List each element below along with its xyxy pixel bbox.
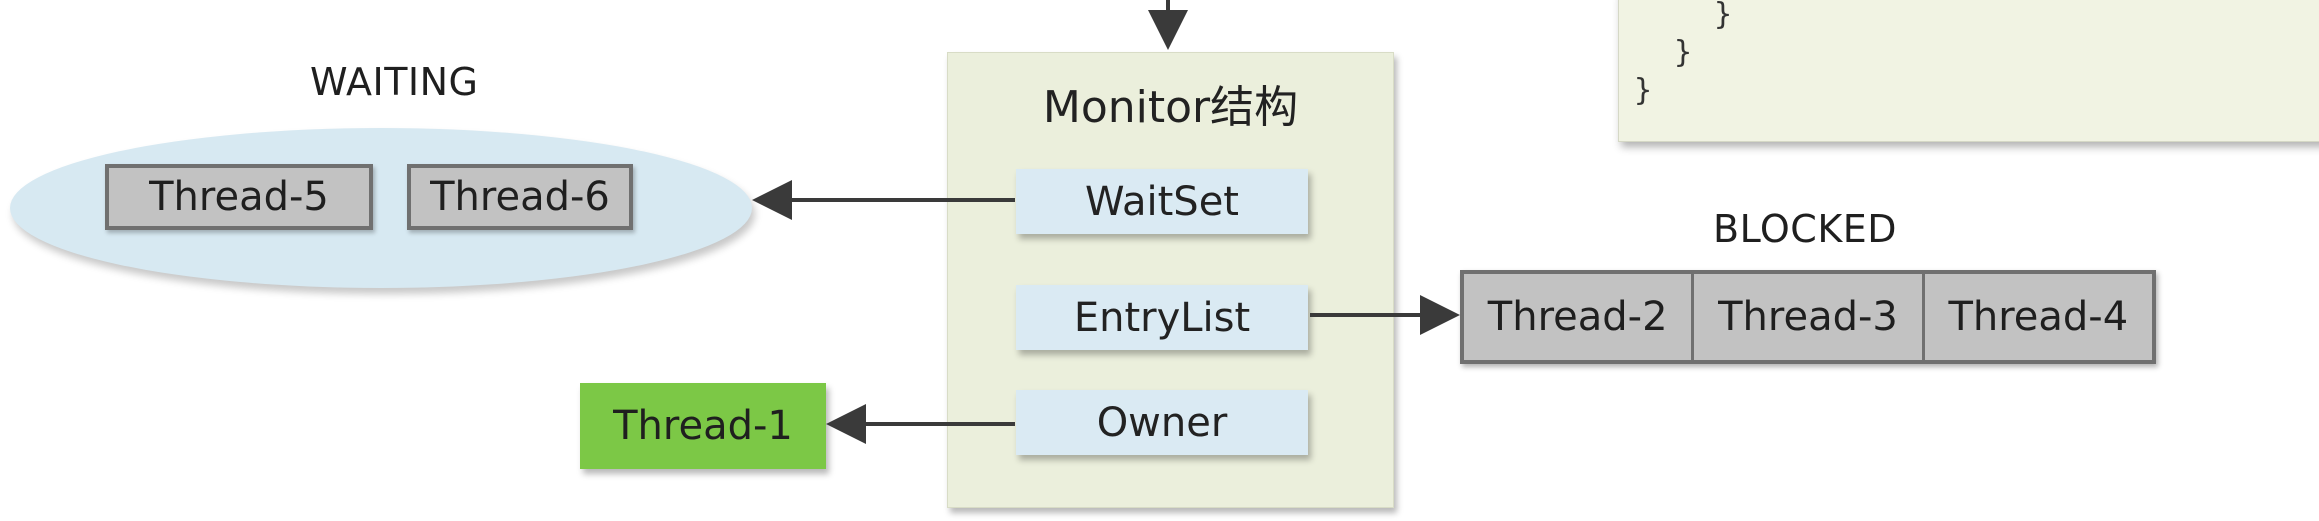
entry-list-slot: EntryList [1016, 285, 1308, 350]
wait-set-slot: WaitSet [1016, 169, 1308, 234]
entry-list-queue: Thread-2 Thread-3 Thread-4 [1460, 270, 2156, 364]
waiting-thread-5: Thread-5 [105, 164, 373, 230]
blocked-thread-4: Thread-4 [1948, 294, 2129, 340]
owner-slot: Owner [1016, 390, 1308, 455]
waiting-thread-6: Thread-6 [407, 164, 633, 230]
owner-thread-1: Thread-1 [580, 383, 826, 469]
waiting-label: WAITING [310, 60, 479, 104]
blocked-thread-2: Thread-2 [1464, 274, 1695, 360]
code-brace: } [1714, 0, 1733, 32]
blocked-label: BLOCKED [1713, 207, 1898, 251]
code-brace: } [1634, 73, 1653, 108]
code-snippet-panel: } } } [1618, 0, 2319, 142]
blocked-thread-3: Thread-3 [1694, 274, 1925, 360]
code-brace: } [1674, 35, 1693, 70]
monitor-title: Monitor结构 [1042, 82, 1299, 133]
monitor-structure: Monitor结构 WaitSet EntryList Owner [947, 52, 1394, 508]
